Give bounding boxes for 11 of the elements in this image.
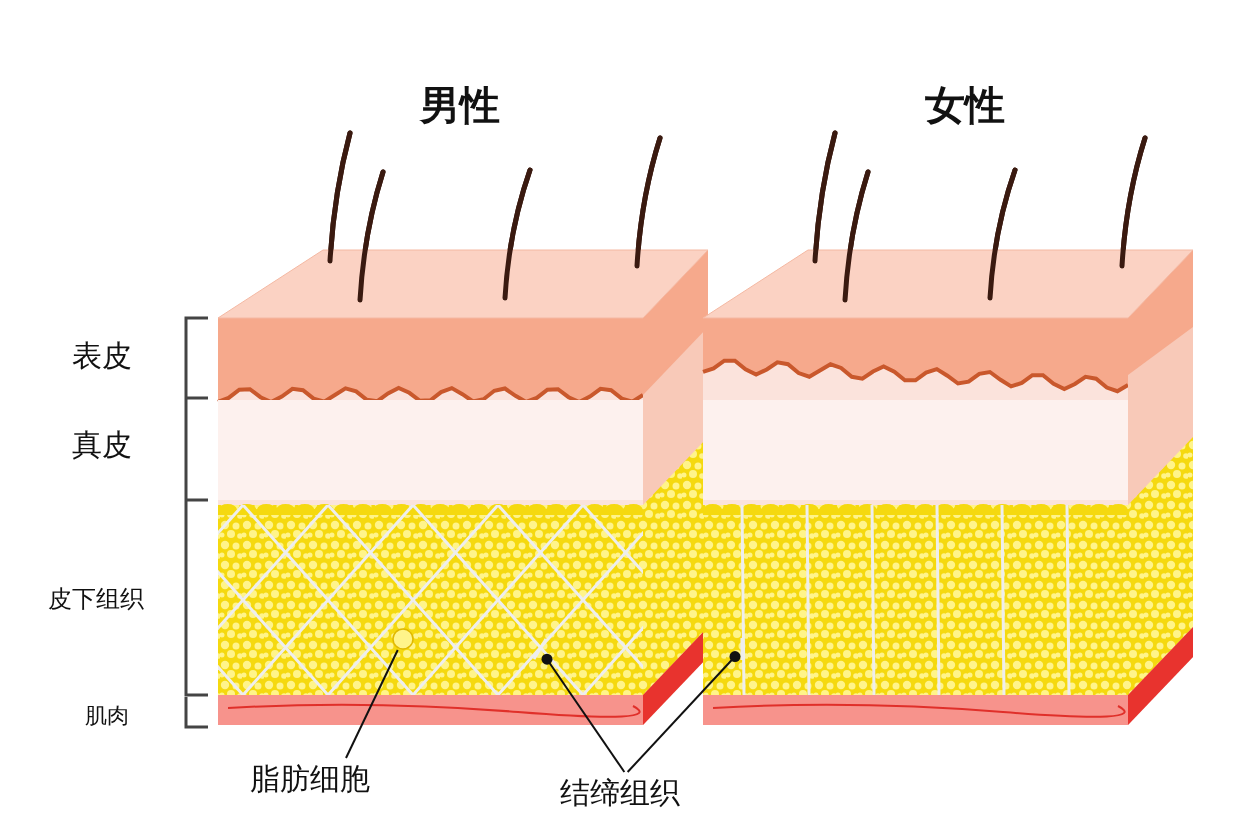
layer-label: 表皮 <box>72 338 132 374</box>
callout-label: 结缔组织 <box>560 772 725 814</box>
panel-title: 女性 <box>925 82 1005 128</box>
layer-label: 皮下组织 <box>48 584 144 614</box>
panel-title: 男性 <box>420 82 500 128</box>
layer-label: 肌肉 <box>85 702 129 730</box>
leader-line <box>541 653 626 773</box>
leader-line <box>626 651 741 773</box>
layer-label: 真皮 <box>72 427 132 463</box>
leader-line <box>345 649 399 759</box>
callout-label: 脂肪细胞 <box>250 758 410 800</box>
